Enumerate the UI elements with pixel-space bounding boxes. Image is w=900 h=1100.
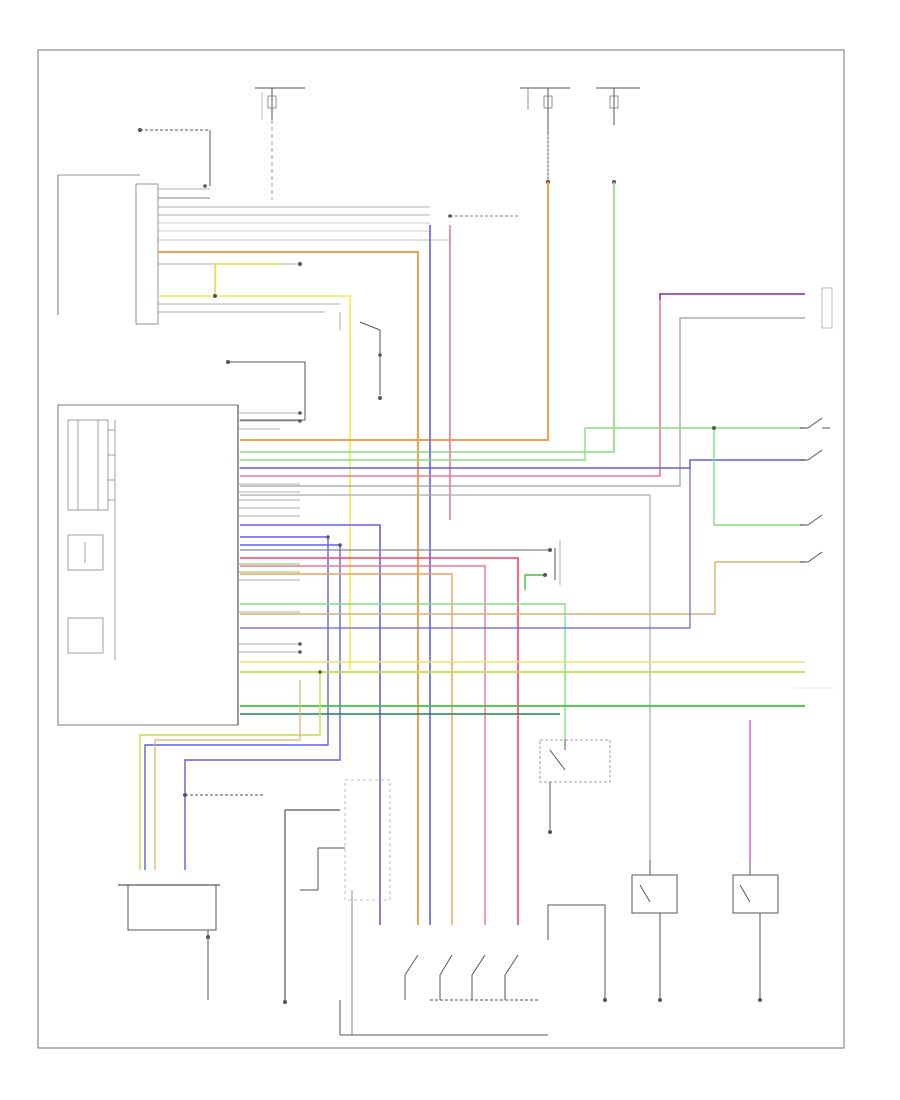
wire-yellow-1: [158, 295, 351, 670]
top-left-pin-rows: [158, 188, 450, 313]
wire-gray-right-2: [240, 494, 651, 860]
wire-orange-3: [240, 573, 453, 925]
right-switch-1: [800, 417, 830, 429]
bottom-right-relay-2: [732, 860, 779, 1002]
ground-bottom-left: [183, 793, 340, 1004]
right-terminal-top: [821, 287, 833, 329]
wire-yellow-2: [214, 263, 280, 296]
bottom-left-component: [118, 884, 220, 1000]
top-left-connector: [57, 128, 211, 325]
wire-red-1: [240, 557, 519, 925]
wire-yellow-green-2: [139, 672, 321, 870]
wire-tan-1: [240, 561, 805, 615]
wire-blue-4: [144, 536, 329, 870]
wire-violet-1: [659, 293, 805, 300]
wire-orange-1: [158, 251, 419, 925]
right-switch-4: [800, 551, 823, 563]
ground-upper: [226, 360, 306, 421]
bottom-switch-bank: [404, 954, 540, 1001]
wire-blue-2: [240, 459, 805, 469]
wire-blue-6: [240, 460, 691, 629]
diagram-frame: [37, 49, 845, 1049]
wire-light-green-2: [240, 427, 805, 461]
upper-middle-switch: [339, 312, 382, 400]
wire-blue-3: [240, 524, 381, 925]
wire-blue-5: [184, 544, 341, 870]
top-fuse-3: [596, 87, 640, 184]
wire-pink-3: [240, 565, 486, 925]
right-switch-3: [800, 514, 823, 526]
bottom-right-relay-1: [631, 860, 678, 1002]
top-fuse-2: [520, 87, 570, 184]
wire-light-green-3: [713, 428, 805, 526]
wire-tan-2: [154, 680, 301, 870]
bottom-bracket: [547, 904, 607, 1002]
top-fuse-1: [255, 87, 305, 200]
splice-dots: [298, 411, 342, 674]
relay-center: [539, 739, 611, 834]
right-switch-2: [800, 449, 823, 461]
connector-small-right: [554, 540, 561, 585]
wire-pink-2: [240, 300, 661, 477]
wire-light-green-4: [240, 603, 566, 740]
wire-bright-green-1: [524, 574, 545, 590]
wire-gray-right-1: [240, 317, 805, 487]
main-control-module: [57, 404, 239, 726]
wire-orange-2: [240, 182, 549, 441]
wire-light-green-1: [240, 182, 615, 453]
center-bottom-switch: [300, 779, 548, 1036]
main-module-pin-stubs: [238, 412, 300, 653]
